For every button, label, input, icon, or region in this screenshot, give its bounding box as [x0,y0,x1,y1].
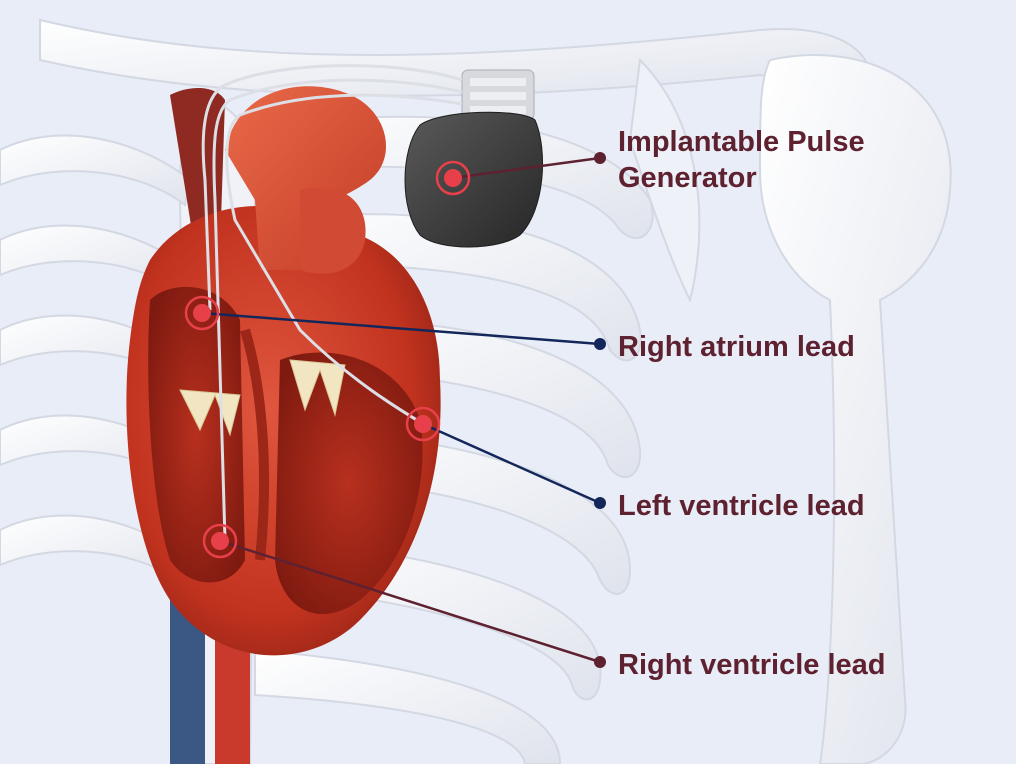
label-right-atrium-lead: Right atrium lead [618,329,855,365]
label-implantable-pulse-generator: Implantable Pulse Generator [618,124,865,196]
generator-can [405,112,543,247]
leader-endpoint [594,497,606,509]
rib [255,650,560,764]
clavicle [40,20,870,96]
rib [0,136,190,205]
leader-endpoint [594,152,606,164]
leader-endpoint [594,656,606,668]
label-left-ventricle-lead: Left ventricle lead [618,488,865,524]
label-right-ventricle-lead: Right ventricle lead [618,647,886,683]
leader-endpoint [594,338,606,350]
label-line: Generator [618,160,865,196]
label-line: Implantable Pulse [618,124,865,160]
